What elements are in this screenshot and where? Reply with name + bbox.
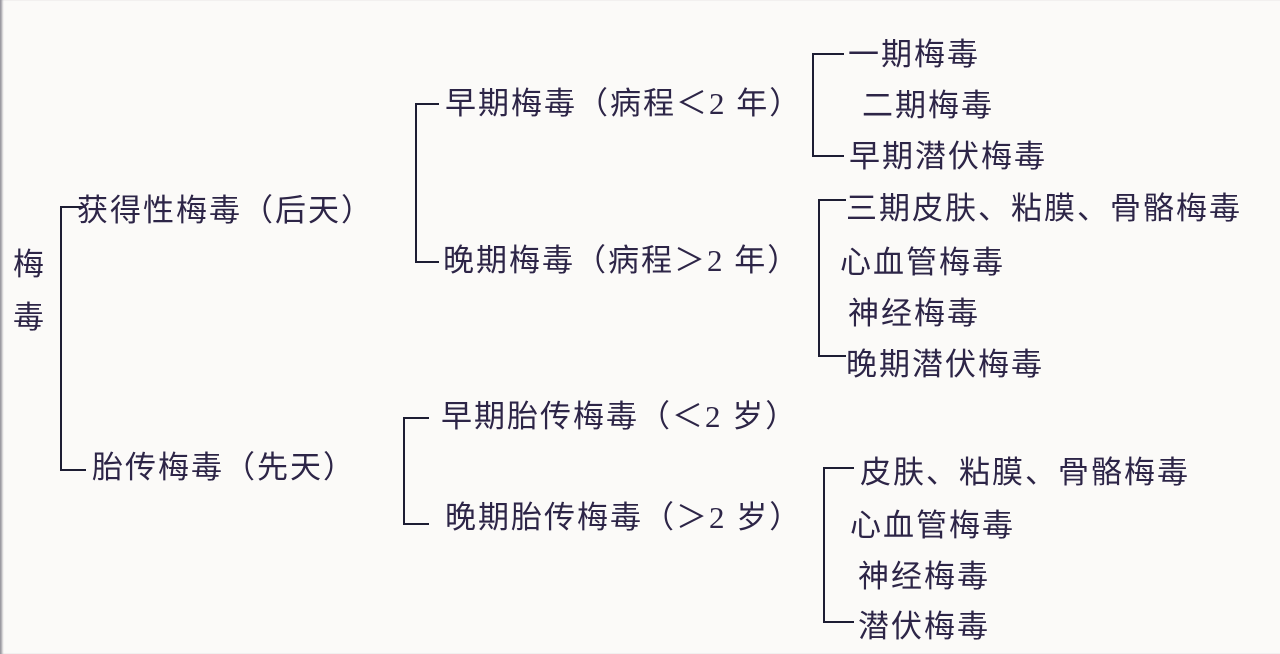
node-early-syphilis: 早期梅毒（病程＜2 年） <box>445 86 803 121</box>
leaf-latent-syphilis-congenital: 潜伏梅毒 <box>858 609 990 644</box>
leaf-skin-mucosa-bone-syphilis: 皮肤、粘膜、骨骼梅毒 <box>860 455 1190 490</box>
late-syphilis-bracket <box>818 199 846 357</box>
leaf-primary-syphilis: 一期梅毒 <box>848 37 980 72</box>
root-bracket <box>60 206 86 471</box>
leaf-neurosyphilis: 神经梅毒 <box>848 296 980 331</box>
node-congenital-syphilis: 胎传梅毒（先天） <box>92 450 356 485</box>
congenital-bracket <box>403 417 429 525</box>
leaf-neurosyphilis-congenital: 神经梅毒 <box>858 559 990 594</box>
acquired-bracket <box>415 103 439 263</box>
leaf-cardiovascular-syphilis: 心血管梅毒 <box>840 245 1005 280</box>
node-late-syphilis: 晚期梅毒（病程＞2 年） <box>443 243 801 278</box>
leaf-tertiary-skin-mucosa-bone-syphilis: 三期皮肤、粘膜、骨骼梅毒 <box>846 191 1242 226</box>
node-acquired-syphilis: 获得性梅毒（后天） <box>77 193 374 228</box>
leaf-cardiovascular-syphilis-congenital: 心血管梅毒 <box>850 508 1015 543</box>
late-congenital-bracket <box>823 467 854 623</box>
node-late-congenital-syphilis: 晚期胎传梅毒（＞2 岁） <box>445 500 803 535</box>
node-early-congenital-syphilis: 早期胎传梅毒（＜2 岁） <box>441 399 799 434</box>
leaf-secondary-syphilis: 二期梅毒 <box>862 88 994 123</box>
root-node-label: 梅毒 <box>13 247 44 336</box>
leaf-early-latent-syphilis: 早期潜伏梅毒 <box>849 139 1047 174</box>
early-syphilis-bracket <box>812 53 844 157</box>
leaf-late-latent-syphilis: 晚期潜伏梅毒 <box>846 347 1044 382</box>
